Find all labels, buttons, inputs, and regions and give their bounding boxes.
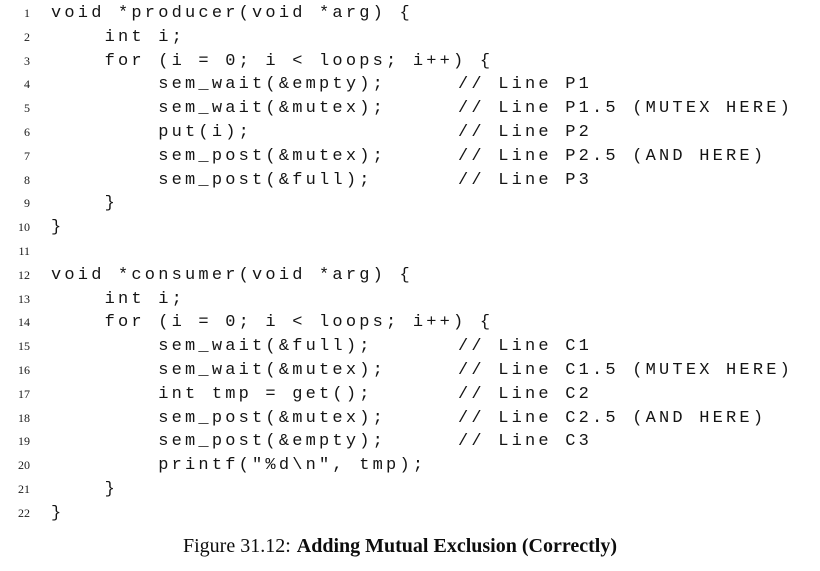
line-number: 20 [18,458,30,473]
code-text: void *consumer(void *arg) { [51,265,413,285]
line-number: 18 [18,410,30,425]
line-number: 19 [18,434,30,449]
code-text: } [51,503,65,523]
code-text: int tmp = get(); [51,384,373,404]
code-text: sem_post(&mutex); [51,408,387,428]
line-number: 9 [24,196,30,211]
line-number: 7 [24,148,30,163]
code-line: 7 sem_post(&mutex); // Line P2.5 (AND HER… [0,145,820,169]
line-number: 17 [18,386,30,401]
caption-prefix: Figure 31.12: [183,535,291,557]
code-line: 6 put(i); // Line P2 [0,121,820,145]
code-text: int i; [51,289,186,309]
code-text: for (i = 0; i < loops; i++) { [51,51,494,71]
line-number: 2 [24,29,30,44]
line-number: 22 [18,505,30,520]
comment-text: // Line P3 [458,170,593,190]
code-text: } [51,218,65,238]
line-number: 15 [18,339,30,354]
code-text: void *producer(void *arg) { [51,4,413,23]
caption-title: Adding Mutual Exclusion (Correctly) [296,535,617,557]
comment-text: // Line P1 [458,75,593,95]
code-text: for (i = 0; i < loops; i++) { [51,313,494,333]
line-number: 13 [18,291,30,306]
code-text: sem_wait(&full); [51,337,373,357]
comment-text: // Line C1.5 (MUTEX HERE) [458,360,794,380]
code-text: } [51,479,119,499]
code-line: 15 sem_wait(&full); // Line C1 [0,335,820,359]
code-line: 1 void *producer(void *arg) { [0,2,820,26]
code-line: 3 for (i = 0; i < loops; i++) { [0,50,820,74]
comment-text: // Line C2.5 (AND HERE) [458,408,767,428]
code-text: } [51,194,119,214]
code-line: 9 } [0,192,820,216]
line-number: 12 [18,267,30,282]
code-line: 8 sem_post(&full); // Line P3 [0,169,820,193]
comment-text: // Line P2.5 (AND HERE) [458,146,767,166]
line-number: 8 [24,172,30,187]
line-number: 6 [24,124,30,139]
code-text: sem_wait(&mutex); [51,99,387,119]
comment-text: // Line P2 [458,122,593,142]
figure-caption: Figure 31.12:Adding Mutual Exclusion (Co… [0,535,800,558]
code-line: 13 int i; [0,288,820,312]
code-line: 2 int i; [0,26,820,50]
code-line: 10} [0,216,820,240]
code-line: 11 [0,240,820,264]
code-line: 5 sem_wait(&mutex); // Line P1.5 (MUTEX H… [0,97,820,121]
line-number: 1 [24,6,30,20]
line-number: 16 [18,362,30,377]
code-line: 18 sem_post(&mutex); // Line C2.5 (AND HE… [0,407,820,431]
code-text: sem_wait(&empty); [51,75,387,95]
line-number: 3 [24,53,30,68]
code-text: put(i); [51,122,253,142]
code-text: sem_post(&empty); [51,432,387,452]
comment-text: // Line P1.5 (MUTEX HERE) [458,99,794,119]
code-text: int i; [51,27,186,47]
code-line: 4 sem_wait(&empty); // Line P1 [0,73,820,97]
code-line: 14 for (i = 0; i < loops; i++) { [0,311,820,335]
code-text: sem_wait(&mutex); [51,360,387,380]
line-number: 10 [18,220,30,235]
code-line: 19 sem_post(&empty); // Line C3 [0,430,820,454]
comment-text: // Line C3 [458,432,593,452]
code-line: 22} [0,502,820,526]
line-number: 4 [24,77,30,92]
code-text: sem_post(&full); [51,170,373,190]
code-line: 17 int tmp = get(); // Line C2 [0,383,820,407]
comment-text: // Line C2 [458,384,593,404]
code-line: 12 void *consumer(void *arg) { [0,264,820,288]
line-number: 14 [18,315,30,330]
code-line: 20 printf("%d\n", tmp); [0,454,820,478]
line-number: 11 [18,243,30,258]
code-text: printf("%d\n", tmp); [51,456,427,476]
code-text: sem_post(&mutex); [51,146,387,166]
line-number: 21 [18,481,30,496]
code-line: 16 sem_wait(&mutex); // Line C1.5 (MUTEX … [0,359,820,383]
comment-text: // Line C1 [458,337,593,357]
line-number: 5 [24,101,30,116]
code-line: 21 } [0,478,820,502]
